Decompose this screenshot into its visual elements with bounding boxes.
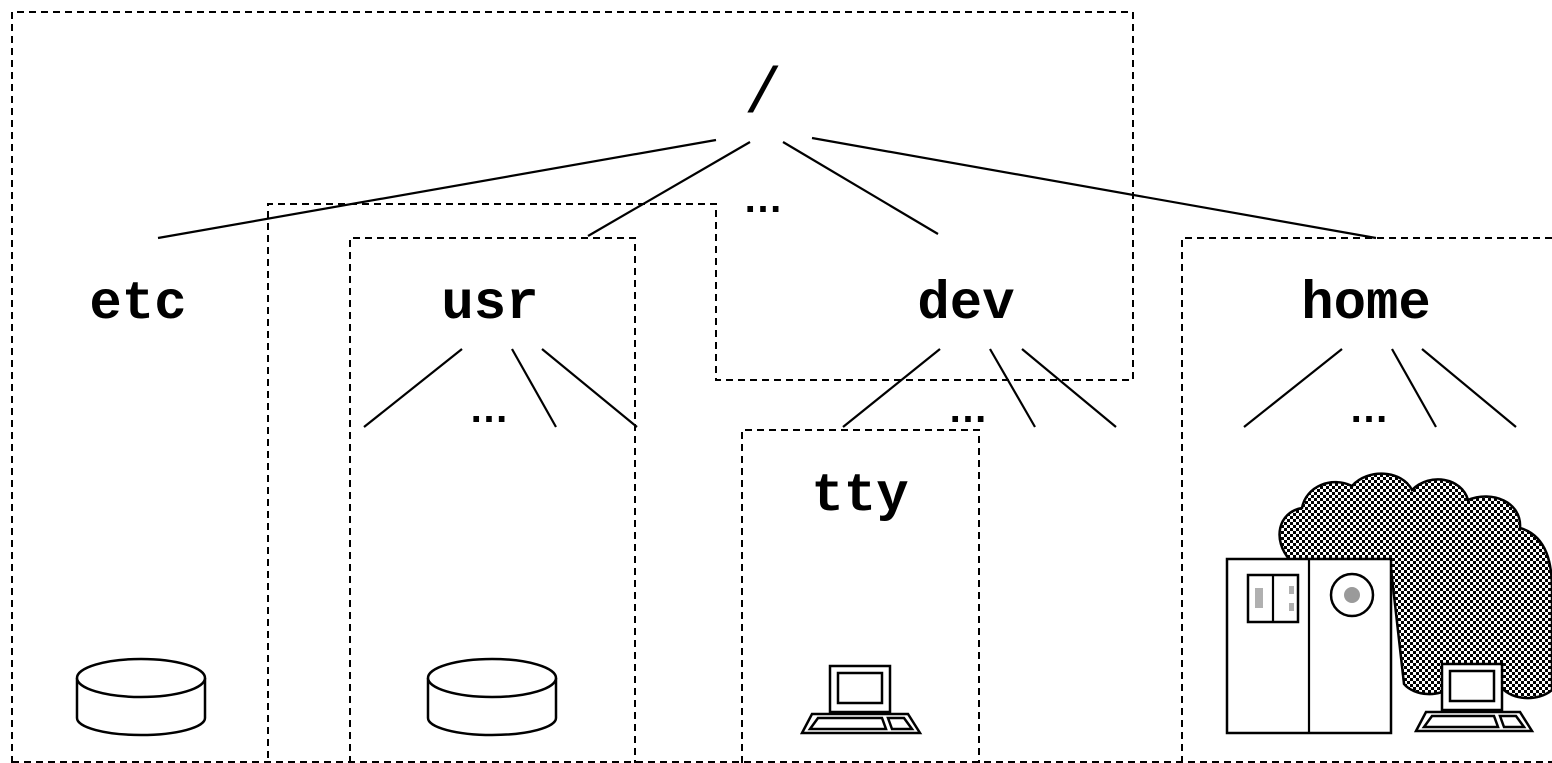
edge-dev-child-3	[1021, 348, 1117, 428]
edge-usr-child-2	[511, 348, 557, 428]
tty-device-boundary	[741, 429, 980, 763]
edge-dev-tty	[842, 348, 941, 428]
edge-usr-child-3	[541, 348, 638, 428]
home-node-label: home	[1301, 274, 1431, 335]
edge-home-child-3	[1421, 348, 1517, 428]
tty-node-label: tty	[811, 466, 908, 527]
edge-home-child-2	[1391, 348, 1437, 428]
edge-root-home	[811, 136, 1377, 240]
edge-usr-child-1	[363, 348, 463, 428]
usr-node-label: usr	[441, 274, 538, 335]
root-filesystem-boundary	[11, 11, 1134, 763]
edge-root-dev	[782, 141, 939, 235]
home-filesystem-boundary	[1181, 237, 1552, 763]
dev-node-label: dev	[917, 274, 1014, 335]
root-ellipsis: …	[743, 177, 783, 221]
disk-icon	[75, 657, 207, 737]
usr-filesystem-boundary	[349, 237, 636, 763]
network-server-cloud-icon	[1225, 472, 1552, 735]
edge-dev-child-2	[989, 348, 1036, 428]
home-children-ellipsis: …	[1349, 387, 1389, 431]
disk-icon	[426, 657, 558, 737]
edge-root-usr	[587, 141, 751, 237]
computer-terminal-icon	[799, 664, 923, 735]
dev-children-ellipsis: …	[948, 387, 988, 431]
etc-node-label: etc	[89, 274, 186, 335]
root-node-label: /	[744, 60, 782, 132]
edge-home-child-1	[1243, 348, 1343, 428]
usr-children-ellipsis: …	[469, 387, 509, 431]
edge-root-etc	[157, 138, 717, 240]
